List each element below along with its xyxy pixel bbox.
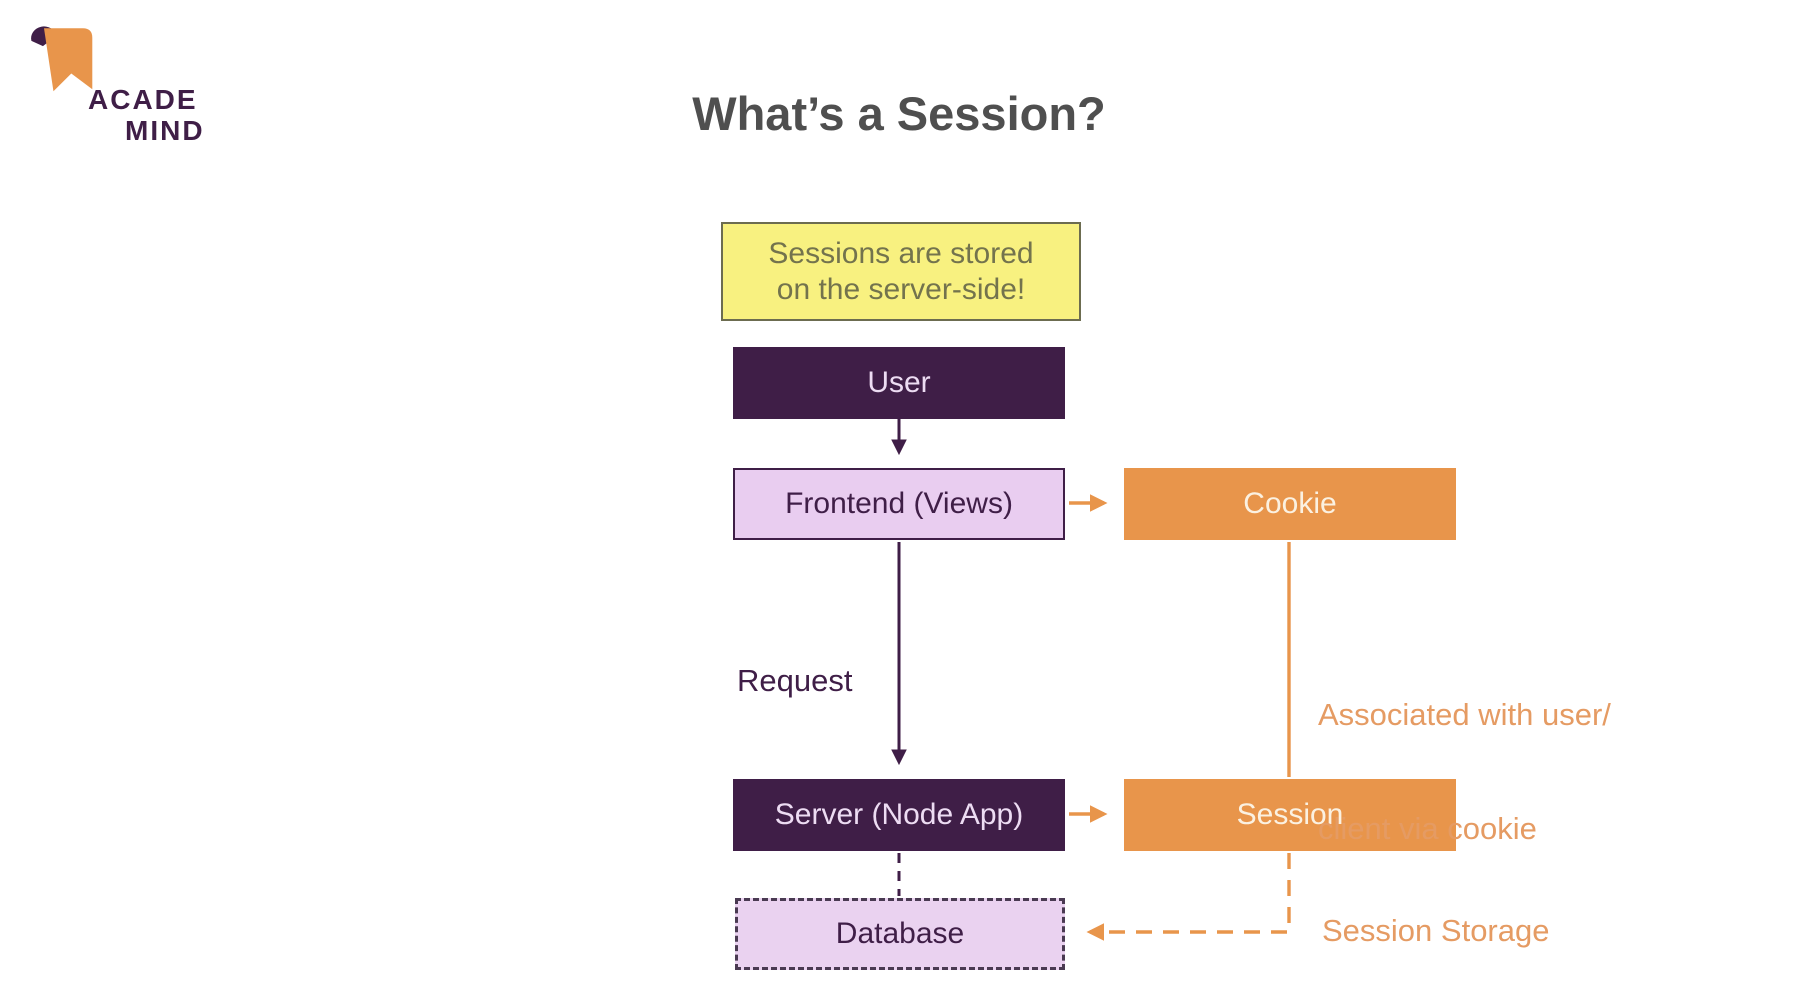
note-line-1: Sessions are stored bbox=[768, 236, 1034, 270]
edge-session-database bbox=[1086, 853, 1291, 941]
edge-label-associated-line2: client via cookie bbox=[1318, 811, 1537, 846]
academind-ribbon-icon bbox=[31, 26, 93, 92]
edge-label-session-storage: Session Storage bbox=[1322, 913, 1550, 948]
node-server: Server (Node App) bbox=[733, 779, 1065, 851]
edge-label-associated-line1: Associated with user/ bbox=[1318, 697, 1611, 732]
logo-text-mind: MIND bbox=[125, 115, 205, 146]
page-title: What’s a Session? bbox=[692, 87, 1106, 140]
note-box: Sessions are stored on the server-side! bbox=[721, 222, 1081, 321]
edge-label-associated: Associated with user/ client via cookie bbox=[1318, 620, 1611, 924]
node-user: User bbox=[733, 347, 1065, 419]
note-line-2: on the server-side! bbox=[776, 272, 1026, 306]
node-cookie: Cookie bbox=[1124, 468, 1456, 540]
edge-label-request: Request bbox=[737, 663, 853, 698]
academind-logo: ACADE MIND bbox=[28, 22, 258, 146]
node-session: Session bbox=[1124, 779, 1456, 851]
node-frontend: Frontend (Views) bbox=[733, 468, 1065, 540]
logo-text-acade: ACADE bbox=[88, 84, 198, 115]
node-database: Database bbox=[735, 898, 1065, 970]
